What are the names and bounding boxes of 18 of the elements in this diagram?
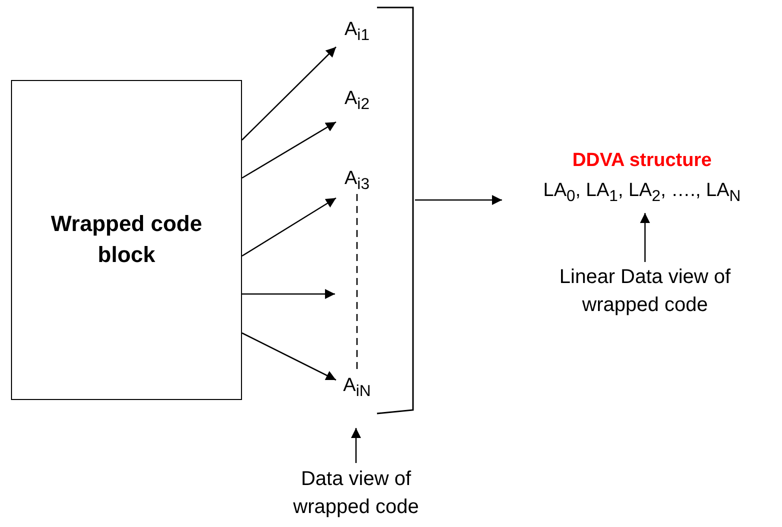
data-label: A$_{iN}$ xyxy=(342,374,372,402)
box-label: Wrapped code block xyxy=(50,210,204,269)
sequence-text: LA$_{0}$, LA$_{1}$, LA$_{2}$, …., LA$_{N}$ xyxy=(542,179,742,208)
data-label: A$_{i1}$ xyxy=(343,18,370,46)
arrow xyxy=(242,332,336,381)
note-text: Linear Data view of wrapped code xyxy=(558,265,732,318)
arrow xyxy=(351,428,361,463)
arrow xyxy=(415,195,502,205)
process-box xyxy=(11,80,242,400)
arrow xyxy=(242,121,336,179)
note-text: Data view of wrapped code xyxy=(292,467,420,520)
arrow xyxy=(640,213,650,262)
heading-text: DDVA structure xyxy=(571,148,713,173)
arrow xyxy=(242,197,336,257)
arrow xyxy=(242,46,336,140)
data-label: A$_{i2}$ xyxy=(343,87,370,115)
data-label: A$_{i3}$ xyxy=(343,167,370,195)
arrow xyxy=(242,289,335,299)
